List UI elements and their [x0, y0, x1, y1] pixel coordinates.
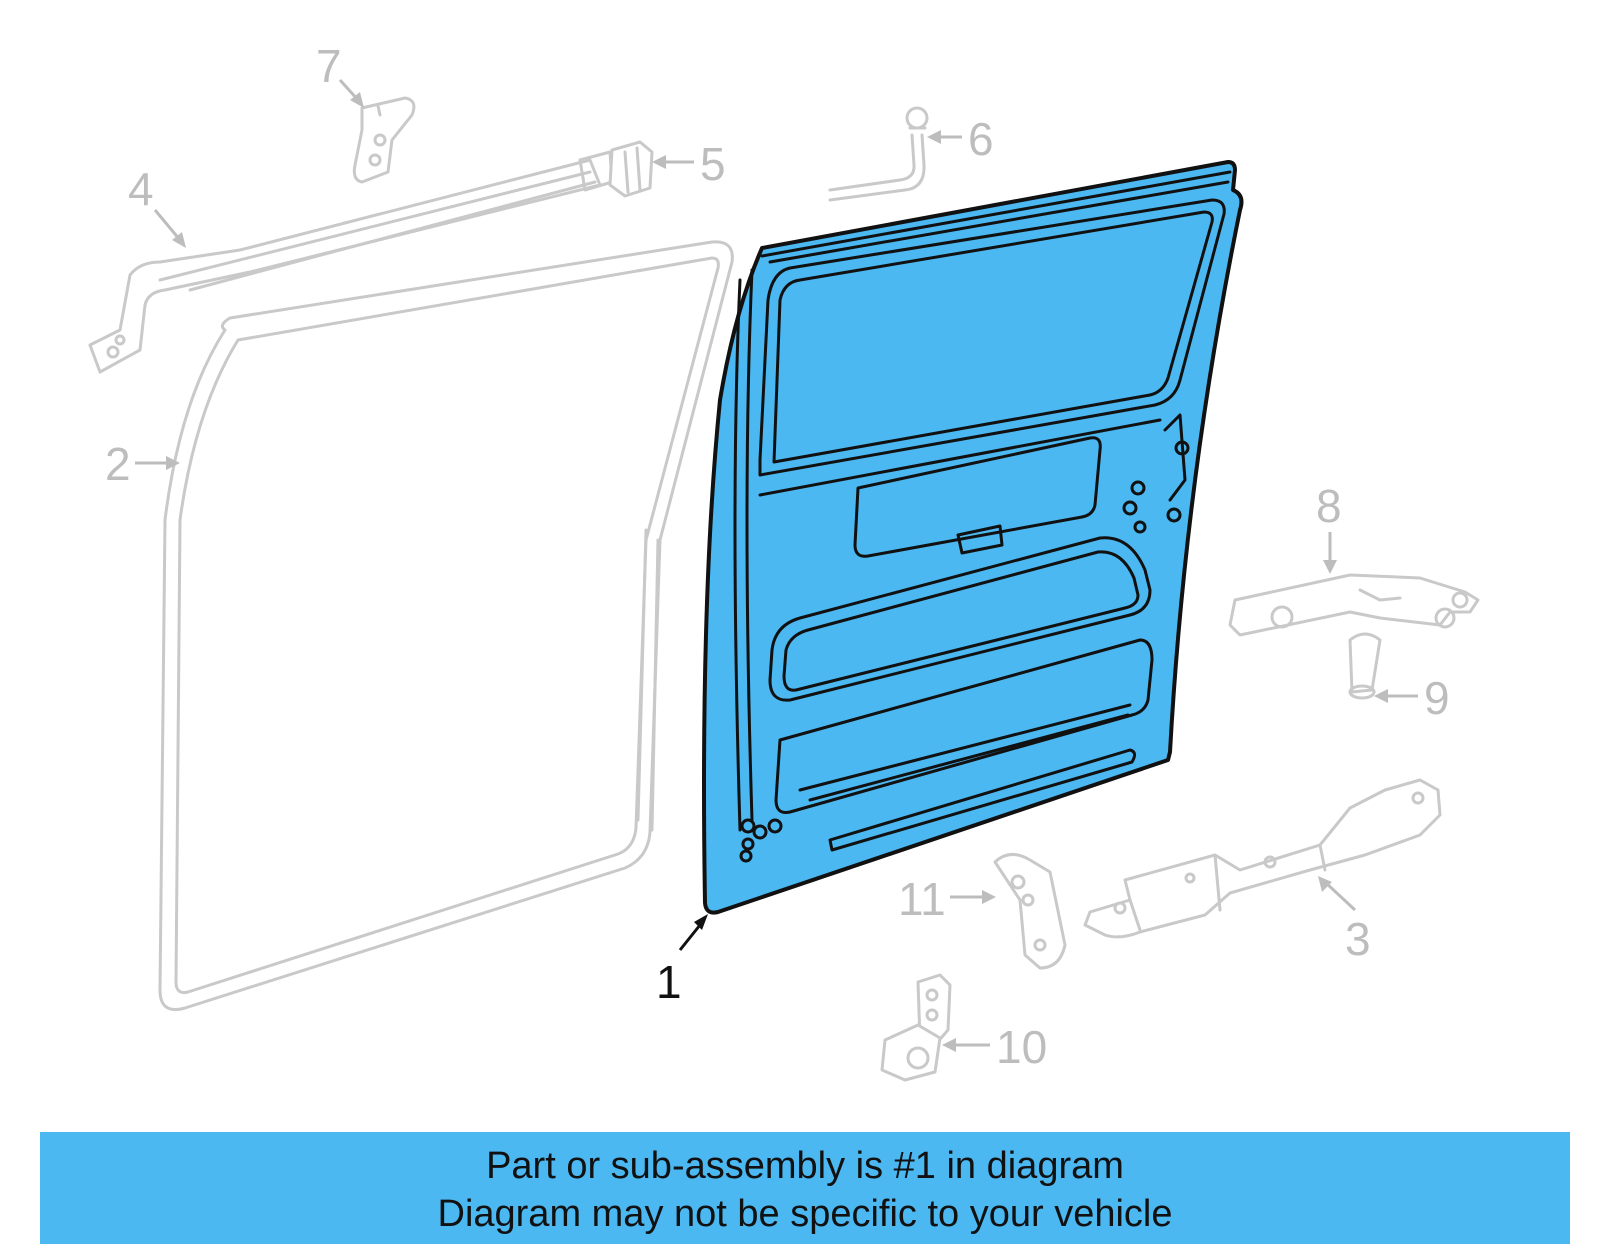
svg-text:7: 7	[316, 40, 342, 92]
sliding-door-part-1[interactable]	[702, 160, 1244, 915]
parts-diagram: 1 2 3 4 5 6 7 8 9 10	[88, 40, 1480, 1082]
svg-text:10: 10	[996, 1021, 1047, 1073]
callout-2: 2	[105, 438, 180, 490]
callout-11: 11	[898, 873, 996, 925]
svg-text:2: 2	[105, 438, 131, 490]
info-banner: Part or sub-assembly is #1 in diagram Di…	[40, 1132, 1570, 1244]
callout-9: 9	[1374, 672, 1450, 724]
callout-3: 3	[1318, 876, 1371, 965]
svg-text:3: 3	[1345, 913, 1371, 965]
svg-text:8: 8	[1316, 480, 1342, 532]
banner-line-part-number: Part or sub-assembly is #1 in diagram	[486, 1145, 1124, 1187]
center-hinge-part-8	[1228, 573, 1480, 637]
cover-part-9	[1348, 632, 1382, 700]
svg-text:6: 6	[968, 113, 994, 165]
callout-8: 8	[1316, 480, 1342, 574]
svg-text:9: 9	[1424, 672, 1450, 724]
lower-track-rail-part-3	[1083, 778, 1442, 939]
svg-text:4: 4	[128, 163, 154, 215]
callout-10: 10	[942, 1021, 1047, 1073]
banner-line-disclaimer: Diagram may not be specific to your vehi…	[437, 1193, 1173, 1235]
roller-bracket-part-10	[880, 973, 952, 1082]
hinge-plate-part-11	[993, 853, 1067, 970]
bracket-part-7	[352, 96, 416, 184]
svg-text:5: 5	[700, 138, 726, 190]
callout-5: 5	[652, 138, 726, 190]
svg-text:1: 1	[656, 956, 682, 1008]
upper-track-rail-part-4	[88, 150, 614, 374]
roller-part-5	[608, 140, 654, 198]
callout-1: 1	[656, 914, 708, 1008]
svg-text:11: 11	[898, 873, 946, 925]
callout-6: 6	[927, 113, 994, 165]
link-pin-part-6	[828, 106, 929, 202]
callout-4: 4	[128, 163, 186, 248]
callout-7: 7	[316, 40, 364, 108]
weatherstrip-seal-part-2	[158, 240, 734, 1011]
